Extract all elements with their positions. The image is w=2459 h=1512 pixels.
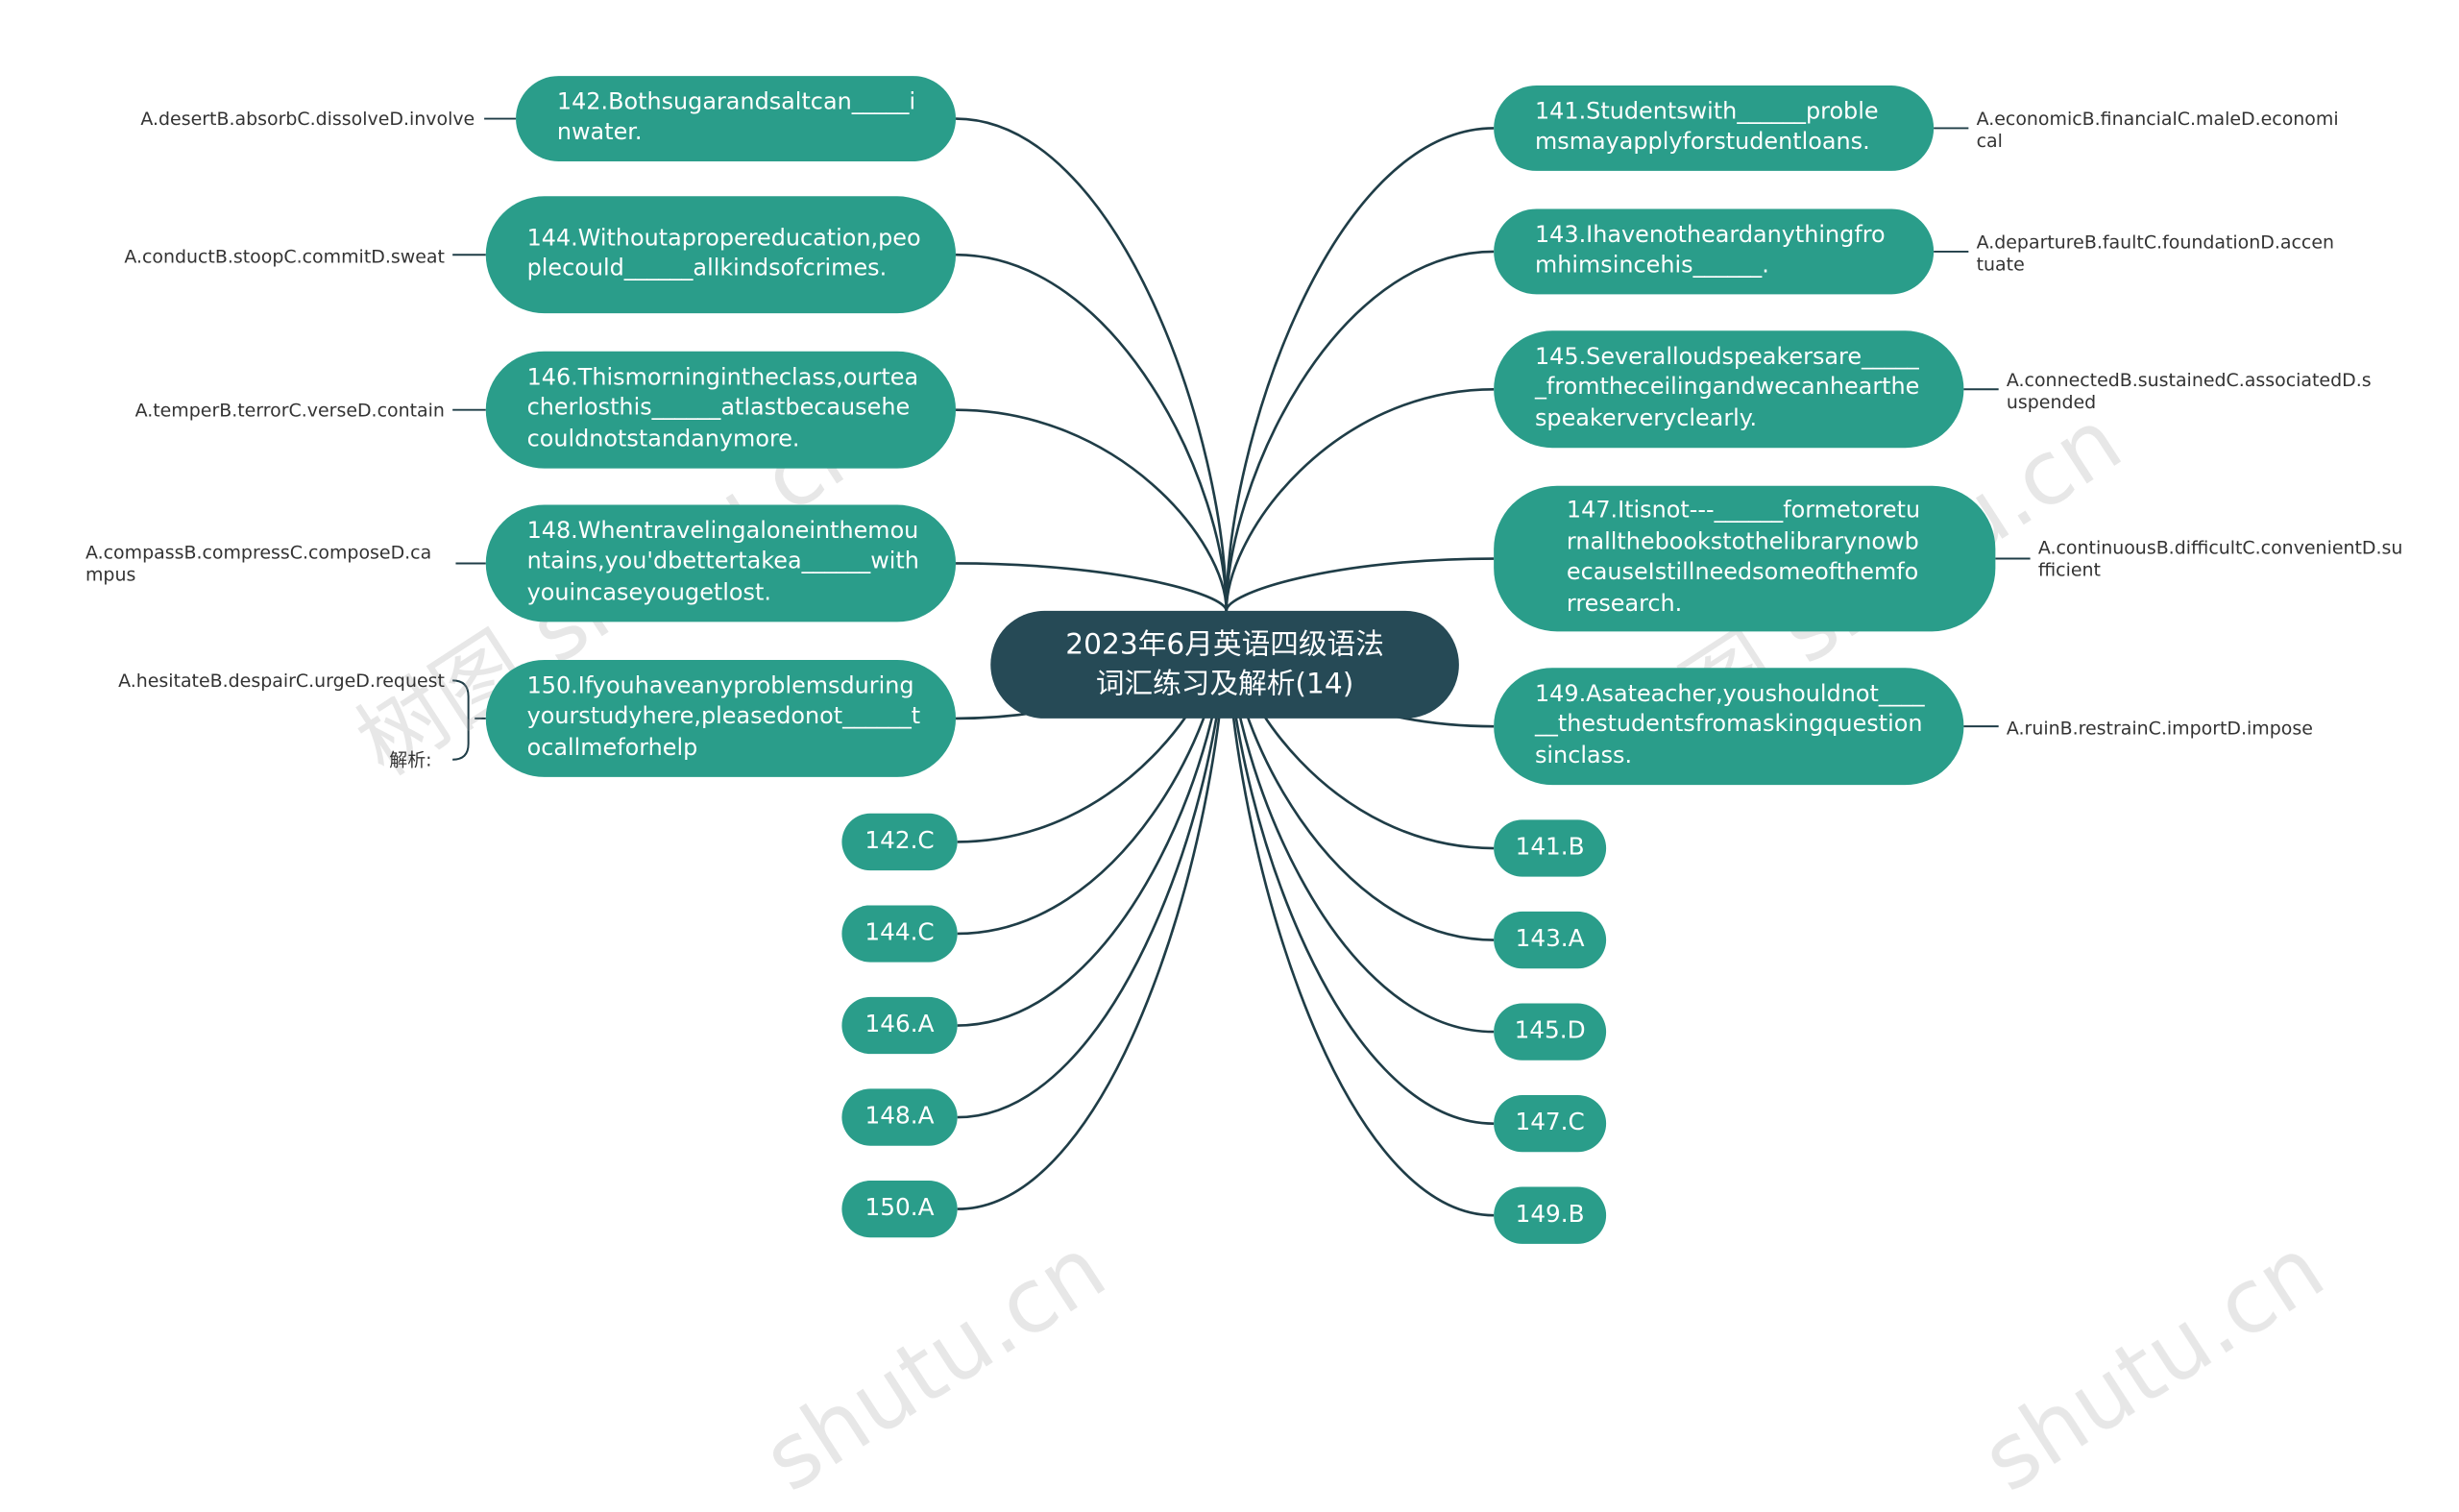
answer-node-142[interactable]: 142.C: [841, 813, 958, 871]
connector-right-question-0: [1225, 127, 1495, 611]
answer-text: 142.C: [864, 826, 935, 856]
options-label-146: A.temperB.terrorC.verseD.contain: [134, 399, 445, 422]
options-label-150: A.hesitateB.despairC.urgeD.request: [118, 669, 445, 692]
options-label-147: A.continuousB.difficultC.convenientD.suf…: [2037, 536, 2403, 581]
options-label-142: A.desertB.absorbC.dissolveD.involve: [140, 108, 475, 131]
answer-text: 148.A: [864, 1102, 935, 1131]
question-text: 142.Bothsugarandsaltcan_____inwater.: [556, 89, 916, 146]
mindmap-canvas: 树图 shutu.cn 树图 shutu.cn shutu.cn shutu.c…: [85, 76, 2403, 1512]
question-node-145[interactable]: 145.Severalloudspeakersare______fromthec…: [1494, 330, 1964, 449]
options-label-148: A.compassB.compressC.composeD.campus: [85, 541, 432, 586]
question-text: 144.Withoutapropereducation,peoplecould_…: [526, 225, 921, 282]
connector-right-question-2: [1225, 387, 1495, 611]
question-node-143[interactable]: 143.Ihavenotheardanythingfromhimsincehis…: [1494, 208, 1935, 295]
answer-node-150[interactable]: 150.A: [841, 1180, 958, 1238]
answer-node-145[interactable]: 145.D: [1494, 1003, 1607, 1061]
question-node-147[interactable]: 147.Itisnot---______formetoreturnalltheb…: [1494, 485, 1996, 632]
options-label-149: A.ruinB.restrainC.importD.impose: [2006, 717, 2313, 740]
question-node-146[interactable]: 146.Thismorningintheclass,ourteacherlost…: [485, 351, 957, 469]
question-node-142[interactable]: 142.Bothsugarandsaltcan_____inwater.: [516, 76, 957, 162]
answer-text: 146.A: [864, 1010, 935, 1039]
answer-text: 145.D: [1514, 1016, 1586, 1045]
answer-text: 149.B: [1515, 1200, 1585, 1229]
answer-text: 144.C: [864, 917, 935, 947]
connector-left-question-0: [956, 117, 1229, 611]
answer-text: 143.A: [1515, 924, 1585, 954]
question-text: 141.Studentswith______problemsmayapplyfo…: [1534, 98, 1879, 156]
question-node-150[interactable]: 150.Ifyouhaveanyproblemsduringyourstudyh…: [485, 659, 957, 777]
answer-node-149[interactable]: 149.B: [1494, 1186, 1607, 1244]
answer-node-144[interactable]: 144.C: [841, 905, 958, 963]
answer-node-146[interactable]: 146.A: [841, 996, 958, 1055]
answer-text: 141.B: [1515, 832, 1585, 862]
question-text: 149.Asateacher,youshouldnot______thestud…: [1534, 681, 1925, 769]
connector-left-question-1: [956, 253, 1229, 611]
connector-right-question-1: [1225, 250, 1495, 611]
connector-left-question-2: [956, 408, 1229, 611]
question-node-144[interactable]: 144.Withoutapropereducation,peoplecould_…: [485, 196, 957, 314]
question-node-141[interactable]: 141.Studentswith______problemsmayapplyfo…: [1494, 85, 1935, 171]
option-bracket-150: [452, 679, 486, 761]
connector-right-question-3: [1225, 557, 1495, 612]
root-topic[interactable]: 2023年6月英语四级语法词汇练习及解析(14): [990, 610, 1459, 719]
root-topic-text: 2023年6月英语四级语法词汇练习及解析(14): [1065, 628, 1384, 701]
question-node-148[interactable]: 148.Whentravelingaloneinthemountains,you…: [485, 504, 957, 622]
answer-text: 147.C: [1515, 1108, 1585, 1137]
question-text: 145.Severalloudspeakersare______fromthec…: [1534, 344, 1920, 432]
question-text: 146.Thismorningintheclass,ourteacherlost…: [526, 365, 919, 452]
answer-node-143[interactable]: 143.A: [1494, 911, 1607, 969]
question-text: 150.Ifyouhaveanyproblemsduringyourstudyh…: [526, 673, 921, 761]
options-label-144: A.conductB.stoopC.commitD.sweat: [124, 245, 445, 268]
answer-node-148[interactable]: 148.A: [841, 1088, 958, 1146]
options-label-145: A.connectedB.sustainedC.associatedD.susp…: [2006, 368, 2372, 413]
connector-left-question-3: [956, 562, 1229, 612]
question-text: 148.Whentravelingaloneinthemountains,you…: [526, 518, 919, 606]
answer-text: 150.A: [864, 1193, 935, 1223]
answer-node-147[interactable]: 147.C: [1494, 1095, 1607, 1153]
question-text: 143.Ihavenotheardanythingfromhimsincehis…: [1534, 222, 1886, 279]
question-node-149[interactable]: 149.Asateacher,youshouldnot______thestud…: [1494, 668, 1964, 786]
analysis-label: 解析:: [389, 748, 432, 771]
options-label-143: A.departureB.faultC.foundationD.accentua…: [1976, 231, 2334, 276]
options-label-141: A.economicB.financialC.maleD.economical: [1976, 108, 2339, 153]
question-text: 147.Itisnot---______formetoreturnalltheb…: [1566, 498, 1921, 617]
answer-node-141[interactable]: 141.B: [1494, 819, 1607, 877]
